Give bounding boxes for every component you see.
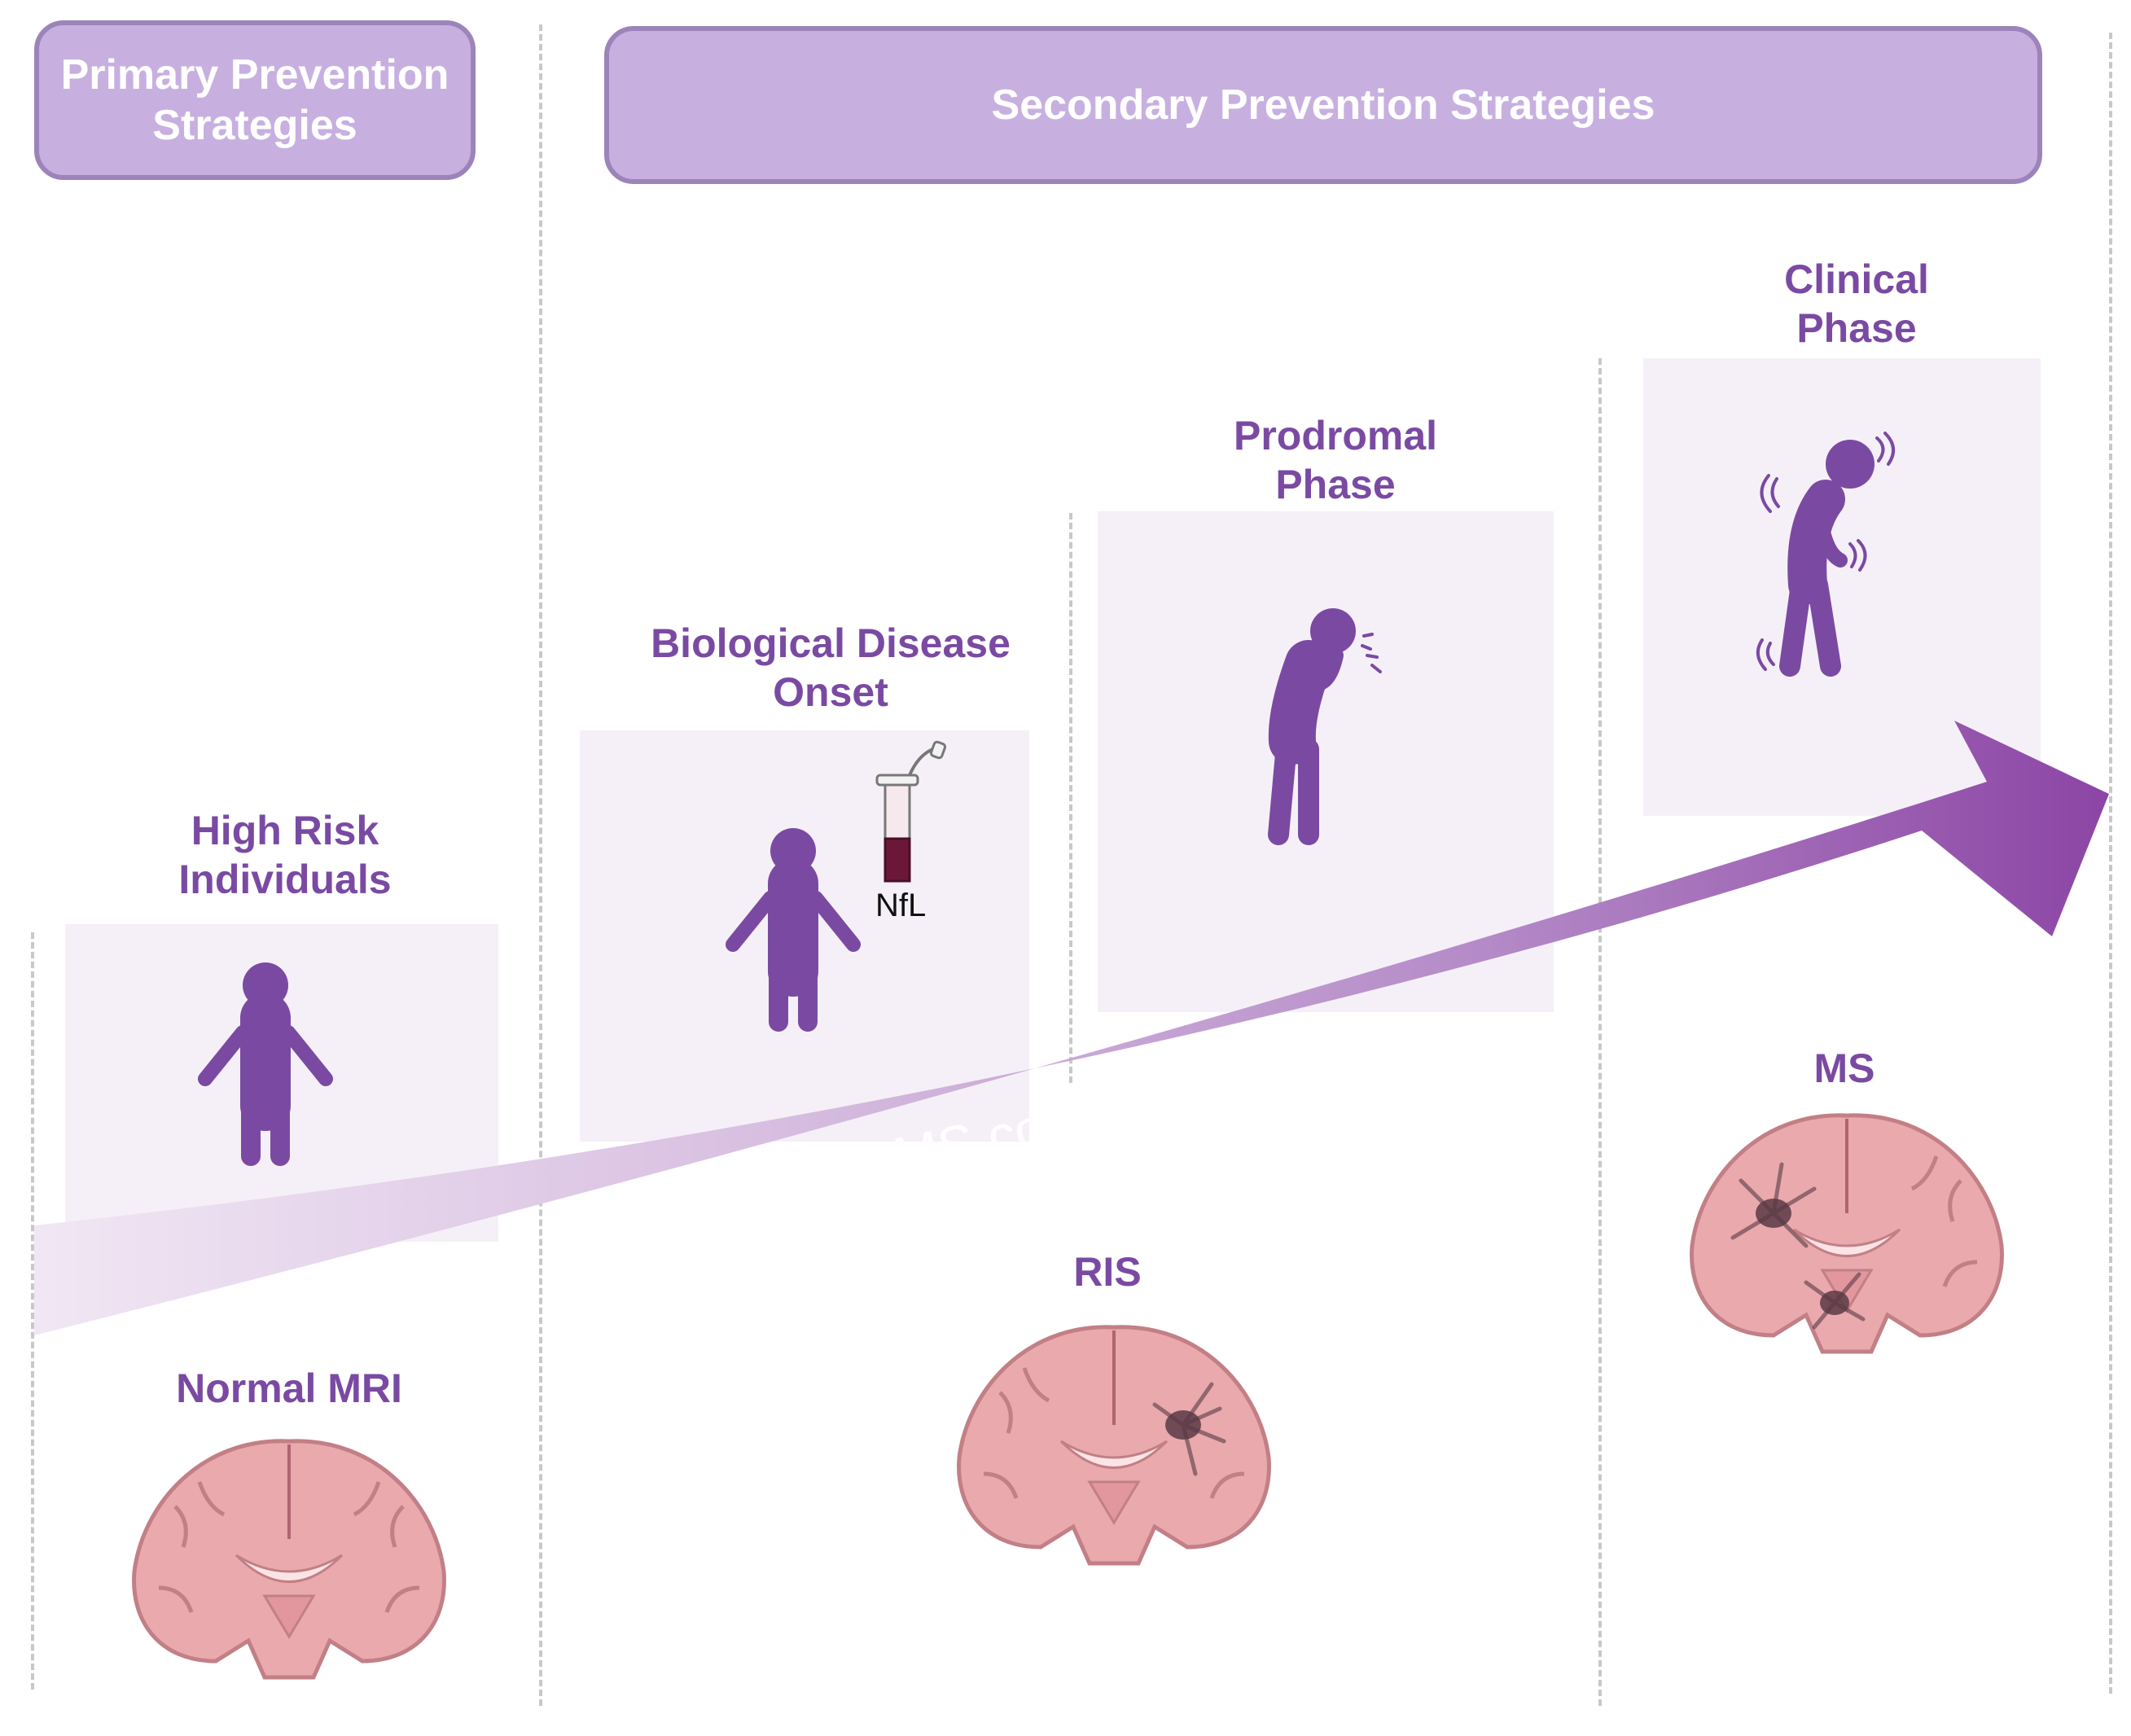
stage-title-biological-onset: Biological Disease Onset <box>651 620 1011 715</box>
divider-3 <box>1069 513 1072 1083</box>
divider-4 <box>1598 358 1602 1706</box>
mri-label-ms: MS <box>1813 1046 1875 1091</box>
secondary-prevention-header: Secondary Prevention Strategies <box>604 26 2042 184</box>
standing-person-icon <box>198 962 333 1166</box>
standing-person-icon <box>726 828 861 1032</box>
stage-title-high-risk: High Risk Individuals <box>178 808 392 902</box>
stage-title-clinical: Clinical Phase <box>1784 256 1929 351</box>
brain-normal-icon <box>132 1439 446 1680</box>
divider-1 <box>31 932 34 1690</box>
nfl-label: NfL <box>875 888 927 923</box>
divider-5 <box>2109 33 2112 1694</box>
brain-lesion-icon <box>957 1325 1271 1566</box>
divider-2 <box>539 24 542 1706</box>
brain-multiple-lesions-icon <box>1690 1113 2004 1354</box>
mri-label-normal: Normal MRI <box>176 1366 402 1411</box>
stage-title-prodromal: Prodromal Phase <box>1233 413 1438 507</box>
mri-label-ris: RIS <box>1073 1249 1142 1295</box>
shaking-person-icon <box>1756 432 1895 677</box>
sneezing-person-icon <box>1268 608 1382 845</box>
prodromal-panel <box>1098 511 1554 1012</box>
arrow-label: MS continuum <box>888 1056 1237 1186</box>
blood-tube-icon <box>875 740 947 883</box>
primary-prevention-header: Primary Prevention Strategies <box>34 20 476 180</box>
